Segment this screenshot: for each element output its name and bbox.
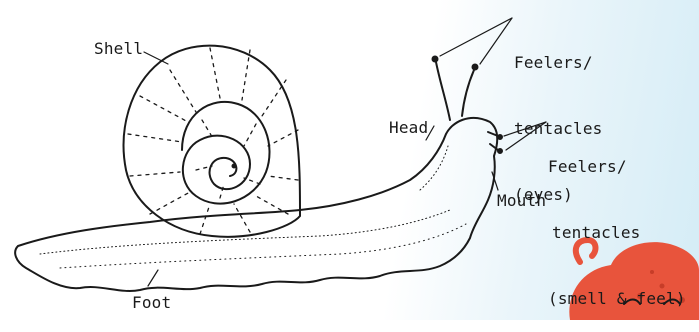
smell-feelers-line-2: tentacles	[548, 222, 686, 244]
snail-shell	[124, 46, 300, 237]
label-head: Head	[389, 117, 428, 139]
eye-feelers-line-1: Feelers/	[514, 52, 603, 74]
label-shell: Shell	[94, 38, 143, 60]
eye-tentacle-right	[462, 70, 474, 116]
smell-feelers-line-1: Feelers/	[548, 156, 686, 178]
label-foot: Foot	[132, 292, 171, 314]
snail-foot	[15, 118, 497, 291]
eye-tentacle-left	[436, 62, 450, 120]
smell-feelers-line-3: (smell & feel)	[548, 288, 686, 310]
label-smell-feelers: Feelers/ tentacles (smell & feel)	[548, 112, 686, 332]
